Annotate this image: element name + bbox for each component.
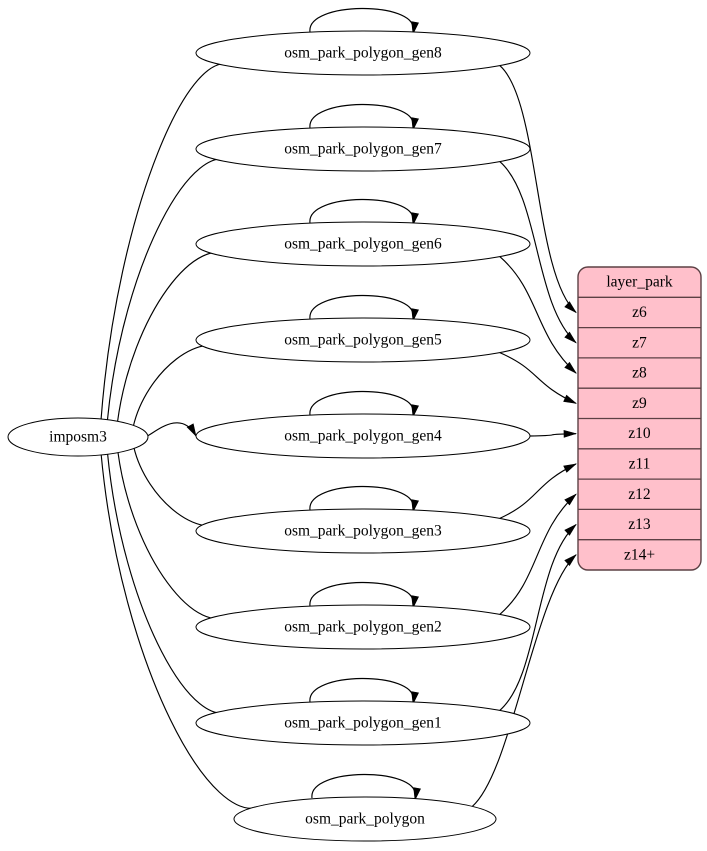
edge-gen7-to-z7 [499, 161, 577, 344]
arrowhead-self-loop-gen4 [411, 404, 419, 419]
edge-self-loop-gen4 [309, 390, 419, 419]
node-imposm3-label: imposm3 [49, 429, 107, 446]
arrowhead-gen4-to-z10 [563, 429, 578, 438]
edge-self-loop-gen7 [309, 103, 419, 132]
node-gen4[interactable]: osm_park_polygon_gen4 [195, 413, 531, 459]
table-node-layer: layer_park z6 z7 z8 z9 z10 z11 z12 z13 z14+ [577, 266, 702, 571]
arrowhead-self-loop-gen3 [411, 499, 419, 514]
node-gen3-shape[interactable] [195, 508, 531, 554]
node-gen3[interactable]: osm_park_polygon_gen3 [195, 508, 531, 554]
table-row-z10[interactable]: z10 [628, 425, 651, 442]
node-gen7-label: osm_park_polygon_gen7 [284, 141, 442, 158]
edge-gen1-to-z13 [499, 523, 577, 711]
node-gen1-shape[interactable] [195, 700, 531, 746]
node-gen2-shape[interactable] [195, 604, 531, 650]
node-imposm3[interactable]: imposm3 [7, 417, 149, 457]
node-gen5[interactable]: osm_park_polygon_gen5 [195, 317, 531, 363]
edge-gen5-to-z9 [499, 352, 577, 404]
node-base-shape[interactable] [233, 796, 497, 842]
arrowhead-self-loop-gen7 [411, 117, 419, 132]
table-header-layer-park: layer_park [606, 274, 673, 291]
edge-self-loop-gen1 [309, 677, 419, 706]
edge-self-loop-gen8 [309, 7, 419, 36]
arrowhead-gen6-to-z8 [564, 361, 577, 374]
arrowhead-gen1-to-z13 [564, 523, 577, 536]
node-gen3-label: osm_park_polygon_gen3 [284, 523, 442, 540]
node-gen6[interactable]: osm_park_polygon_gen6 [195, 221, 531, 267]
edge-self-loop-gen5 [309, 294, 419, 323]
arrowhead-gen3-to-z11 [563, 463, 577, 473]
edge-gen2-to-z12 [499, 493, 577, 615]
edge-self-loop-gen3 [309, 485, 419, 514]
table-row-z11[interactable]: z11 [629, 456, 651, 473]
nodes-layer: imposm3 osm_park_polygon_gen8 osm_park_pol… [7, 30, 531, 842]
table-row-z8[interactable]: z8 [632, 365, 647, 382]
table-row-z6[interactable]: z6 [632, 304, 647, 321]
table-row-z9[interactable]: z9 [632, 395, 647, 412]
arrowhead-base-to-z14+ [564, 554, 577, 567]
edge-base-to-z14+ [471, 554, 577, 807]
node-gen8-label: osm_park_polygon_gen8 [284, 45, 442, 62]
arrowhead-gen5-to-z9 [563, 394, 577, 404]
node-imposm3-shape[interactable] [7, 417, 149, 457]
arrowhead-self-loop-base [413, 787, 421, 802]
arrowhead-imposm3-to-gen4 [186, 423, 197, 437]
edge-self-loop-gen6 [309, 198, 419, 227]
node-gen2[interactable]: osm_park_polygon_gen2 [195, 604, 531, 650]
edge-gen3-to-z11 [499, 463, 577, 519]
arrowhead-gen7-to-z7 [564, 331, 577, 344]
node-gen6-shape[interactable] [195, 221, 531, 267]
edge-imposm3-to-gen7 [106, 152, 236, 421]
arrowhead-self-loop-gen6 [411, 212, 419, 227]
edge-imposm3-to-gen3 [133, 447, 236, 529]
table-row-z12[interactable]: z12 [628, 486, 650, 503]
edge-gen4-to-z10 [529, 429, 578, 438]
edge-self-loop-base [311, 773, 421, 802]
arrowhead-gen2-to-z12 [564, 493, 577, 506]
arrowhead-self-loop-gen8 [411, 21, 419, 36]
node-gen4-shape[interactable] [195, 413, 531, 459]
node-gen7-shape[interactable] [195, 126, 531, 172]
table-row-z13[interactable]: z13 [628, 516, 651, 533]
node-gen5-shape[interactable] [195, 317, 531, 363]
edge-self-loop-gen2 [309, 581, 419, 610]
node-gen4-label: osm_park_polygon_gen4 [284, 428, 442, 445]
arrowhead-self-loop-gen1 [411, 691, 419, 706]
arrowhead-self-loop-gen2 [411, 595, 419, 610]
edge-gen8-to-z6 [499, 65, 577, 314]
node-gen5-label: osm_park_polygon_gen5 [284, 332, 442, 349]
node-gen1[interactable]: osm_park_polygon_gen1 [195, 700, 531, 746]
arrowhead-self-loop-gen5 [411, 308, 419, 323]
edge-imposm3-to-gen5 [132, 342, 236, 427]
node-base-label: osm_park_polygon [305, 811, 425, 828]
edge-gen6-to-z8 [499, 256, 577, 374]
node-gen6-label: osm_park_polygon_gen6 [284, 236, 442, 253]
edge-imposm3-to-gen4 [145, 422, 197, 438]
table-row-z7[interactable]: z7 [632, 334, 647, 351]
table-node-layer-park[interactable]: layer_park z6 z7 z8 z9 z10 z11 z12 z13 z14+ [577, 266, 702, 571]
node-gen2-label: osm_park_polygon_gen2 [284, 619, 442, 636]
table-row-z14+[interactable]: z14+ [624, 546, 655, 563]
node-gen8[interactable]: osm_park_polygon_gen8 [195, 30, 531, 76]
node-gen7[interactable]: osm_park_polygon_gen7 [195, 126, 531, 172]
arrowhead-gen8-to-z6 [564, 301, 577, 314]
node-gen8-shape[interactable] [195, 30, 531, 76]
node-base[interactable]: osm_park_polygon [233, 796, 497, 842]
node-gen1-label: osm_park_polygon_gen1 [284, 715, 442, 732]
